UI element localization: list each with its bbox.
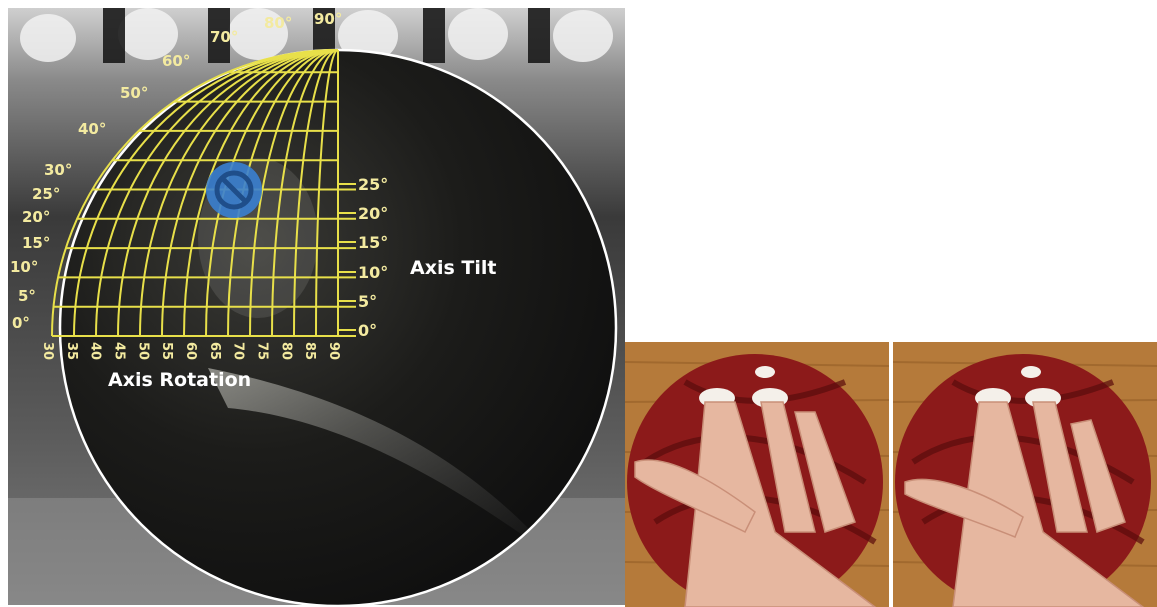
arc-label: 5° [18, 287, 36, 305]
rotation-tick-label: 40 [88, 342, 103, 360]
arc-label: 40° [78, 120, 106, 138]
tilt-tick-label: 10° [358, 263, 388, 282]
tilt-tick-label: 25° [358, 175, 388, 194]
arc-label: 60° [162, 52, 190, 70]
arc-label: 25° [32, 185, 60, 203]
rotation-tick-label: 45 [112, 342, 127, 360]
arc-label: 20° [22, 208, 50, 226]
rotation-tick-label: 30 [40, 342, 55, 360]
arc-label: 0° [12, 314, 30, 332]
rotation-tick-label: 55 [159, 342, 174, 360]
arc-label: 10° [10, 258, 38, 276]
rotation-tick-label: 60 [183, 342, 198, 360]
grip-photo-left [625, 342, 889, 607]
axis-rotation-title: Axis Rotation [108, 369, 251, 391]
tilt-tick-label: 0° [358, 321, 377, 340]
rotation-tick-label: 90 [326, 342, 341, 360]
rotation-tick-label: 65 [207, 342, 222, 360]
rotation-tick-label: 35 [64, 342, 79, 360]
tilt-tick-label: 20° [358, 204, 388, 223]
arc-label: 70° [210, 28, 238, 46]
thumb-hole [755, 366, 775, 378]
rotation-tick-label: 70 [231, 342, 246, 360]
arc-label: 90° [314, 10, 342, 28]
arc-label: 30° [44, 161, 72, 179]
arc-label: 50° [120, 84, 148, 102]
rotation-tick-label: 75 [255, 342, 270, 360]
axis-diagram-photo: 25° 20° 15° 10° 5° 0° 0° 5° 10° 15° 20° … [8, 8, 625, 605]
rotation-tick-label: 80 [278, 342, 293, 360]
thumb-hole [1021, 366, 1041, 378]
rotation-tick-label: 50 [135, 342, 150, 360]
tilt-tick-label: 5° [358, 292, 377, 311]
grip-photo-right [893, 342, 1157, 607]
rotation-tick-label: 85 [302, 342, 317, 360]
arc-label: 80° [264, 14, 292, 32]
axis-tilt-title: Axis Tilt [410, 257, 496, 279]
arc-label: 15° [22, 234, 50, 252]
axis-diagram-svg: 25° 20° 15° 10° 5° 0° 0° 5° 10° 15° 20° … [8, 8, 625, 605]
prohibited-circle-icon [206, 162, 262, 218]
tilt-tick-label: 15° [358, 233, 388, 252]
